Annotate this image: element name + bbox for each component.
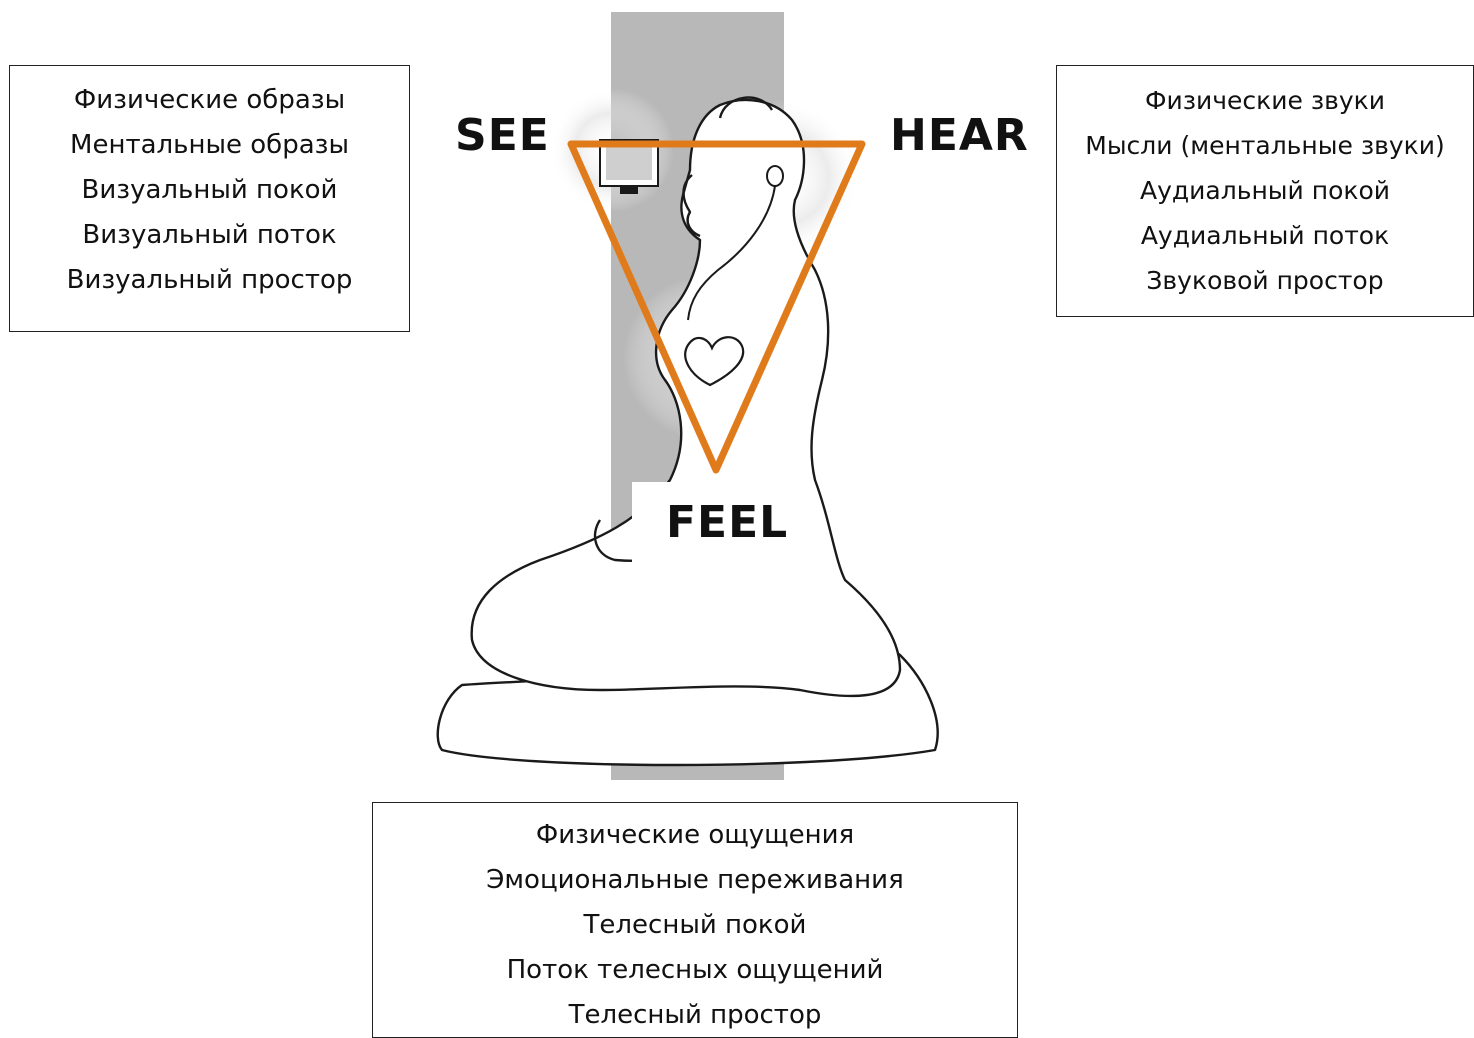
hear-item: Физические звуки bbox=[1057, 78, 1473, 123]
see-box: Физические образы Ментальные образы Визу… bbox=[9, 65, 410, 332]
feel-box: Физические ощущения Эмоциональные пережи… bbox=[372, 802, 1018, 1038]
see-label: SEE bbox=[455, 110, 550, 161]
hear-item: Звуковой простор bbox=[1057, 258, 1473, 303]
see-item: Ментальные образы bbox=[10, 123, 409, 168]
see-item: Визуальный покой bbox=[10, 168, 409, 213]
feel-item: Поток телесных ощущений bbox=[373, 948, 1017, 993]
seated-figure bbox=[438, 98, 938, 765]
hear-label: HEAR bbox=[890, 110, 1029, 161]
monitor-icon bbox=[600, 140, 658, 194]
feel-item: Телесный покой bbox=[373, 903, 1017, 948]
hear-item: Аудиальный поток bbox=[1057, 213, 1473, 258]
hear-box: Физические звуки Мысли (ментальные звуки… bbox=[1056, 65, 1474, 317]
feel-item: Физические ощущения bbox=[373, 813, 1017, 858]
see-item: Физические образы bbox=[10, 78, 409, 123]
feel-item: Телесный простор bbox=[373, 993, 1017, 1038]
feel-item: Эмоциональные переживания bbox=[373, 858, 1017, 903]
feel-label: FEEL bbox=[666, 497, 788, 548]
see-item: Визуальный простор bbox=[10, 258, 409, 303]
hear-item: Аудиальный покой bbox=[1057, 168, 1473, 213]
see-item: Визуальный поток bbox=[10, 213, 409, 258]
hear-item: Мысли (ментальные звуки) bbox=[1057, 123, 1473, 168]
